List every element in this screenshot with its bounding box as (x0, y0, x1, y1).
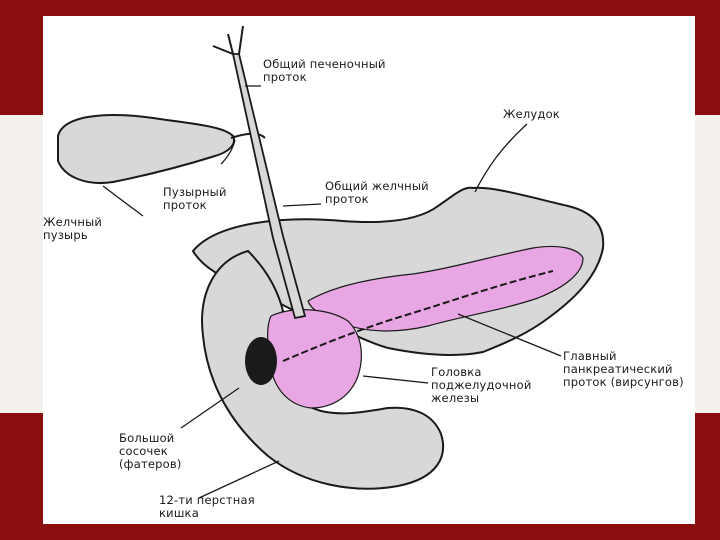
slide-canvas: Общий печеночный проток Желудок Пузырный… (43, 16, 695, 524)
label-main-pancreatic-duct: Главный панкреатический проток (вирсунго… (563, 350, 684, 389)
label-major-papilla: Большой сосочек (фатеров) (119, 432, 182, 471)
label-duodenum: 12-ти перстная кишка (159, 494, 255, 520)
hepatic-duct-branches (213, 26, 243, 54)
label-stomach: Желудок (503, 108, 560, 121)
gallbladder-shape (58, 115, 234, 183)
label-common-bile-duct: Общий желчный проток (325, 180, 429, 206)
label-gallbladder: Желчный пузырь (43, 216, 102, 242)
label-common-hepatic-duct: Общий печеночный проток (263, 58, 386, 84)
major-papilla-mark (245, 337, 277, 385)
label-pancreas-head: Головка поджелудочной железы (431, 366, 532, 405)
label-cystic-duct: Пузырный проток (163, 186, 227, 212)
